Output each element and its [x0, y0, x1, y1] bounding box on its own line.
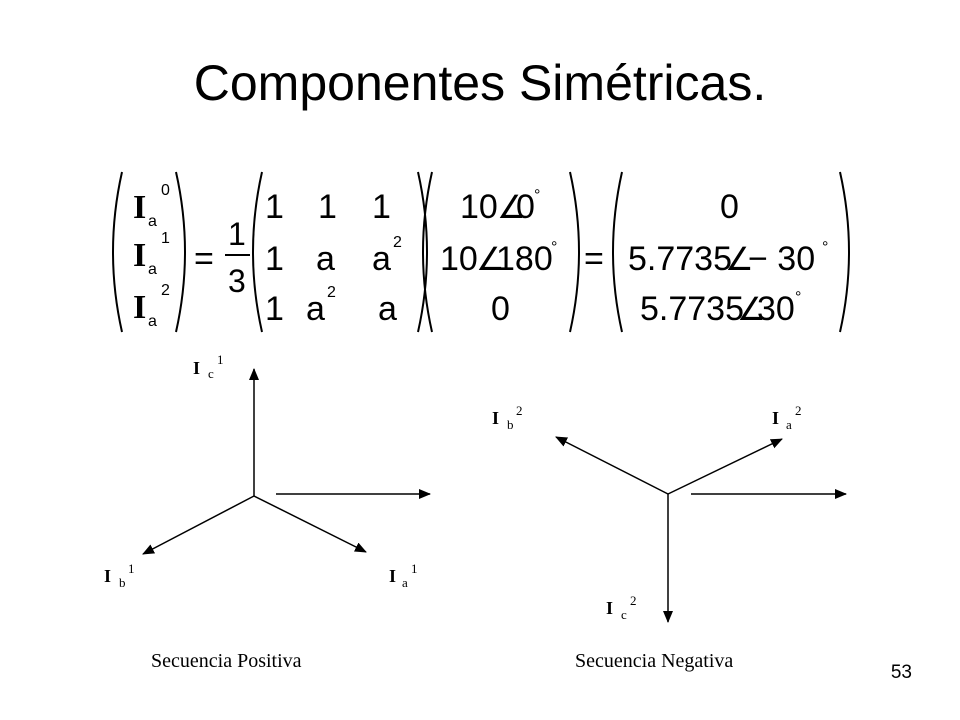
- angle-symbol: ∠: [737, 291, 766, 327]
- lhs-subscript: a: [148, 213, 157, 230]
- lhs-entry-1: I a 1: [133, 230, 170, 278]
- matrix-left-paren: [252, 171, 263, 333]
- matrix-cell-r2c1: a: [306, 290, 325, 328]
- slide-title: Componentes Simétricas.: [193, 55, 767, 111]
- angle-symbol: ∠: [476, 241, 505, 277]
- label-ia2: I a 2: [772, 403, 802, 432]
- lhs-symbol: I: [133, 237, 146, 274]
- phasor-ia2-arrow: [667, 438, 783, 495]
- label-subscript: a: [402, 575, 408, 590]
- lhs-superscript: 2: [161, 282, 170, 299]
- page-number: 53: [890, 662, 912, 683]
- label-symbol: I: [772, 408, 779, 428]
- equals-sign-1: =: [194, 240, 214, 278]
- lhs-superscript: 0: [161, 182, 170, 199]
- label-subscript: b: [507, 417, 514, 432]
- degree-symbol: °: [534, 187, 540, 204]
- negative-sequence-diagram: I b 2 I a 2 I c 2: [492, 403, 847, 623]
- matrix-cell-r0c2: 1: [372, 188, 391, 226]
- fraction-numerator: 1: [228, 216, 246, 252]
- lhs-subscript: a: [148, 313, 157, 330]
- positive-sequence-caption: Secuencia Positiva: [151, 650, 302, 672]
- phase-row-2-value: 0: [491, 290, 510, 328]
- matrix-exponent-r1c2: 2: [393, 234, 402, 251]
- matrix-cell-r1c0: 1: [265, 240, 284, 278]
- degree-symbol: °: [795, 289, 801, 306]
- result-row-2-angle: 30: [757, 290, 795, 328]
- phasor-ib2-arrow: [555, 436, 669, 495]
- result-row-1-angle: − 30: [748, 240, 815, 278]
- matrix-exponent-r2c1: 2: [327, 284, 336, 301]
- phase-vector-left-paren: [422, 171, 433, 333]
- label-ia1: I a 1: [389, 561, 418, 590]
- label-symbol: I: [389, 566, 396, 586]
- label-subscript: c: [621, 607, 627, 622]
- matrix-cell-r2c0: 1: [265, 290, 284, 328]
- label-ic2: I c 2: [606, 593, 637, 622]
- matrix-cell-r1c1: a: [316, 240, 335, 278]
- label-subscript: a: [786, 417, 792, 432]
- label-superscript: 2: [795, 403, 802, 418]
- lhs-left-paren: [112, 171, 123, 333]
- result-row-1-magnitude: 5.7735: [628, 240, 732, 278]
- matrix-cell-r0c0: 1: [265, 188, 284, 226]
- label-symbol: I: [606, 598, 613, 618]
- result-row-0-value: 0: [720, 188, 739, 226]
- negative-sequence-caption: Secuencia Negativa: [575, 650, 734, 672]
- phase-row-0-angle: 0: [516, 188, 535, 226]
- phase-row-1-angle: 180: [496, 240, 553, 278]
- degree-symbol: °: [822, 239, 828, 256]
- result-left-paren: [612, 171, 623, 333]
- label-subscript: c: [208, 366, 214, 381]
- label-subscript: b: [119, 575, 126, 590]
- equals-sign-2: =: [584, 240, 604, 278]
- label-ic1: I c 1: [193, 352, 224, 381]
- matrix-cell-r2c2: a: [378, 290, 397, 328]
- lhs-entry-0: I a 0: [133, 182, 170, 230]
- lhs-superscript: 1: [161, 230, 170, 247]
- lhs-subscript: a: [148, 261, 157, 278]
- result-row-2-magnitude: 5.7735: [640, 290, 744, 328]
- label-ib2: I b 2: [492, 403, 523, 432]
- result-right-paren: [839, 171, 850, 333]
- lhs-right-paren: [175, 171, 186, 333]
- phase-vector-right-paren: [569, 171, 580, 333]
- phasor-ia1-arrow: [253, 495, 367, 553]
- angle-symbol: ∠: [725, 241, 754, 277]
- phase-row-1-magnitude: 10: [440, 240, 478, 278]
- label-superscript: 1: [128, 561, 135, 576]
- matrix-cell-r1c2: a: [372, 240, 391, 278]
- phasor-ib1-arrow: [142, 495, 255, 555]
- phase-row-0-magnitude: 10: [460, 188, 498, 226]
- label-superscript: 1: [217, 352, 224, 367]
- label-superscript: 1: [411, 561, 418, 576]
- lhs-symbol: I: [133, 189, 146, 226]
- matrix-cell-r0c1: 1: [318, 188, 337, 226]
- lhs-symbol: I: [133, 289, 146, 326]
- label-symbol: I: [492, 408, 499, 428]
- label-superscript: 2: [630, 593, 637, 608]
- lhs-entry-2: I a 2: [133, 282, 170, 330]
- matrix-right-paren: [417, 171, 428, 333]
- label-symbol: I: [104, 566, 111, 586]
- label-symbol: I: [193, 358, 200, 378]
- angle-symbol: ∠: [497, 189, 526, 225]
- positive-sequence-diagram: I c 1 I b 1 I a 1: [104, 352, 431, 590]
- label-superscript: 2: [516, 403, 523, 418]
- fraction-denominator: 3: [228, 263, 246, 299]
- label-ib1: I b 1: [104, 561, 135, 590]
- degree-symbol: °: [551, 239, 557, 256]
